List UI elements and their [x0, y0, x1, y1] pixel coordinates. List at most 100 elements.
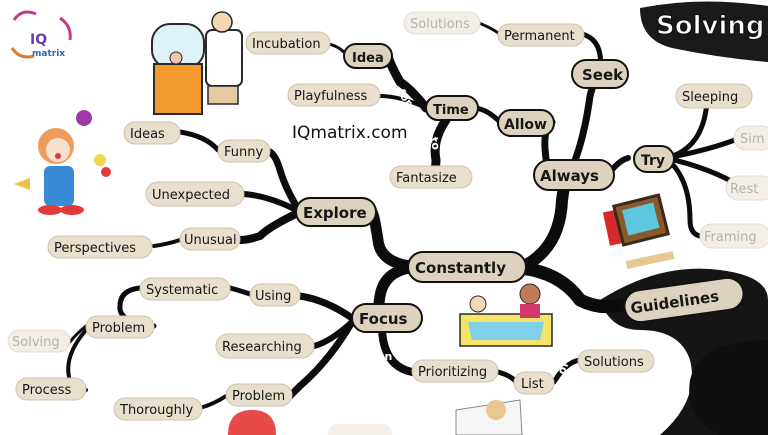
site-url[interactable]: IQmatrix.com — [292, 123, 408, 143]
node-permanent: Permanent — [497, 23, 585, 47]
svg-text:Solutions: Solutions — [584, 355, 644, 370]
node-problem-bottom: Problem — [225, 383, 293, 407]
node-solutions-top: Solutions — [403, 11, 481, 35]
node-seek: Seek — [571, 59, 629, 89]
branch-allow-time — [473, 105, 503, 125]
connector-to: to — [427, 136, 443, 152]
branch-focus-prioritizing — [378, 326, 416, 376]
clown-illustration — [14, 110, 111, 215]
connector-on-prioritizing: on — [377, 350, 392, 363]
guidelines-tail — [689, 340, 768, 435]
node-systematic: Systematic — [139, 277, 231, 301]
svg-text:Constantly: Constantly — [415, 259, 506, 277]
branch-try-sim — [663, 135, 743, 161]
svg-text:Allow: Allow — [504, 117, 547, 133]
node-sim: Sim — [733, 125, 768, 151]
svg-text:Using: Using — [255, 289, 291, 304]
svg-text:Problem: Problem — [92, 321, 145, 336]
node-funny: Funny — [217, 139, 271, 163]
node-ideas: Ideas — [123, 121, 181, 145]
branch-focus-using — [296, 292, 356, 322]
node-list: List — [513, 371, 555, 395]
svg-text:Idea: Idea — [352, 51, 384, 66]
svg-text:Incubation: Incubation — [252, 37, 321, 52]
node-rest: Rest — [725, 175, 768, 201]
node-unexpected: Unexpected — [145, 181, 245, 207]
svg-text:matrix: matrix — [32, 49, 65, 59]
node-constantly: Constantly — [407, 251, 527, 283]
branch-prioritizing-list — [495, 369, 519, 385]
node-always: Always — [533, 159, 615, 191]
svg-text:Unexpected: Unexpected — [152, 188, 230, 203]
svg-text:Problem: Problem — [232, 389, 285, 404]
node-thoroughly: Thoroughly — [113, 397, 203, 421]
svg-text:Try: Try — [641, 153, 665, 169]
branch-try-framing — [663, 155, 703, 239]
title-banner-blob — [640, 1, 768, 63]
node-framing: Framing — [699, 223, 768, 249]
node-sleeping: Sleeping — [675, 83, 753, 109]
node-researching: Researching — [215, 333, 315, 359]
svg-text:Focus: Focus — [359, 310, 408, 328]
node-incubation: Incubation — [245, 31, 331, 55]
node-time: Time — [425, 95, 479, 121]
node-fantasize: Fantasize — [389, 165, 473, 189]
svg-text:IQ: IQ — [30, 32, 47, 48]
connector-on-using: on — [328, 313, 343, 326]
vendor-cart-illustration — [151, 11, 243, 115]
svg-text:Time: Time — [433, 103, 469, 118]
node-idea: Idea — [343, 43, 393, 69]
node-problem-left: Problem — [85, 315, 155, 339]
branch-explore-funny — [266, 148, 304, 216]
svg-text:Playfulness: Playfulness — [294, 89, 368, 104]
branch-constantly-explore — [366, 206, 416, 272]
node-playfulness: Playfulness — [287, 83, 381, 107]
node-explore: Explore — [295, 197, 377, 227]
svg-text:Prioritizing: Prioritizing — [418, 365, 487, 380]
svg-text:Fantasize: Fantasize — [396, 171, 457, 186]
title-banner: Solving — [656, 11, 764, 41]
node-try: Try — [633, 145, 675, 173]
node-solutions-bottom: Solutions — [577, 349, 655, 373]
node-allow: Allow — [497, 109, 555, 137]
branch-funny-ideas — [177, 129, 221, 153]
svg-text:Funny: Funny — [224, 145, 263, 160]
svg-text:Solving: Solving — [12, 335, 60, 350]
node-unusual: Unusual — [179, 227, 241, 251]
node-focus: Focus — [351, 303, 423, 333]
branch-constantly-guidelines — [513, 261, 627, 314]
svg-text:Rest: Rest — [730, 182, 758, 197]
svg-text:Researching: Researching — [222, 340, 302, 355]
svg-text:Thoroughly: Thoroughly — [119, 403, 193, 418]
connector-of: of — [555, 360, 572, 376]
node-guidelines: Guidelines — [623, 276, 745, 324]
branch-using-systematic — [227, 285, 253, 297]
node-solving: Solving — [7, 329, 71, 353]
svg-text:Framing: Framing — [704, 230, 757, 245]
svg-text:Always: Always — [540, 167, 599, 185]
branch-problem-solving — [68, 324, 88, 344]
branch-focus-problem — [286, 318, 356, 400]
node-using: Using — [249, 283, 301, 307]
svg-text:Process: Process — [22, 383, 72, 398]
iqmatrix-logo: IQ matrix — [10, 10, 72, 59]
svg-text:Sleeping: Sleeping — [682, 90, 738, 105]
bottom-partial-illustrations — [228, 399, 523, 435]
svg-text:List: List — [521, 377, 544, 392]
branch-time-playfulness — [378, 94, 428, 110]
svg-text:Ideas: Ideas — [130, 127, 165, 142]
branch-unusual-perspectives — [152, 238, 182, 248]
branch-explore-unexpected — [241, 191, 303, 215]
svg-text:Unusual: Unusual — [184, 233, 237, 248]
node-perspectives: Perspectives — [47, 235, 153, 259]
svg-text:Explore: Explore — [303, 204, 367, 222]
branch-problem-thoroughly — [198, 394, 228, 410]
svg-text:Seek: Seek — [582, 66, 624, 84]
svg-text:Sim: Sim — [740, 132, 765, 147]
teamwork-illustration — [459, 283, 553, 347]
svg-text:Perspectives: Perspectives — [54, 241, 136, 256]
svg-text:Systematic: Systematic — [146, 283, 218, 298]
node-prioritizing: Prioritizing — [411, 359, 499, 383]
svg-text:Permanent: Permanent — [504, 29, 575, 44]
